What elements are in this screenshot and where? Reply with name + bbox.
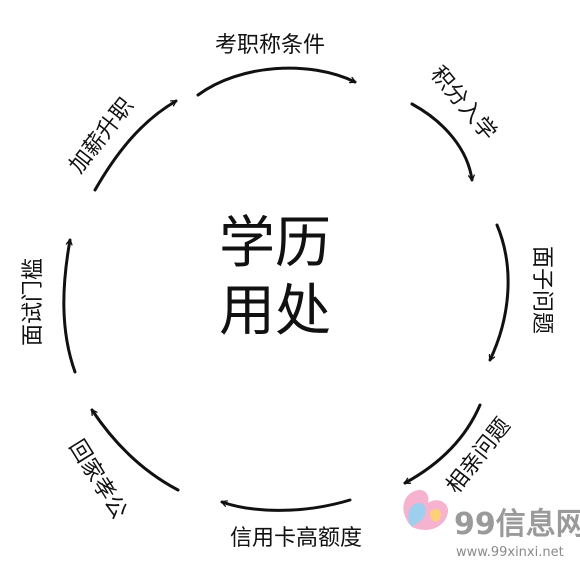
watermark-logo-icon — [403, 489, 449, 530]
label-school-points: 积分入学 — [425, 62, 501, 145]
label-interview-threshold: 面试门槛 — [21, 258, 46, 346]
watermark-brand: 99信息网 — [454, 507, 580, 542]
label-professional-title: 考职称条件 — [215, 33, 325, 58]
arrow-bottom-left — [90, 408, 180, 492]
label-credit-limit: 信用卡高额度 — [230, 526, 362, 551]
watermark: 99信息网 www.99xinxi.net — [403, 489, 580, 560]
arrow-top — [196, 66, 357, 97]
center-title-line2: 用处 — [219, 279, 331, 344]
arrow-top-left — [93, 99, 178, 192]
label-face: 面子问题 — [529, 246, 554, 334]
arrow-right — [488, 223, 510, 362]
arrow-bottom — [220, 498, 352, 512]
cycle-arrows — [62, 66, 510, 512]
center-title-line1: 学历 — [219, 211, 331, 276]
watermark-url: www.99xinxi.net — [456, 545, 564, 560]
arrow-top-right — [410, 102, 472, 182]
arrow-left — [62, 238, 77, 374]
arrow-bottom-right — [403, 403, 482, 485]
label-blind-date: 相亲问题 — [442, 414, 516, 499]
label-raise-promotion: 加薪升职 — [65, 94, 139, 179]
